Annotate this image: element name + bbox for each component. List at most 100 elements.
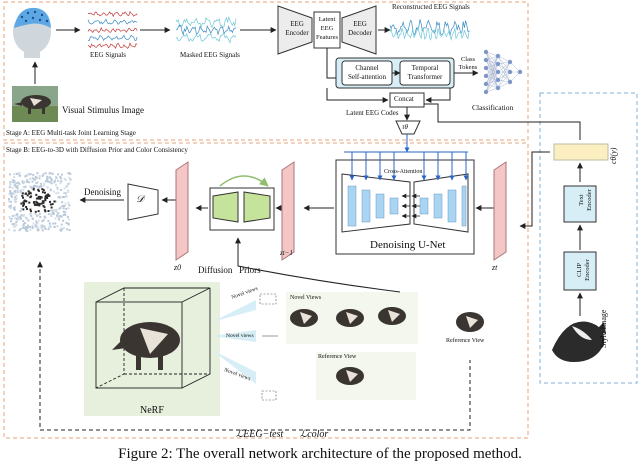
noise-pixel [16, 213, 19, 216]
noise-pixel [34, 185, 36, 187]
noise-pixel [36, 202, 39, 204]
noise-pixel [52, 190, 55, 193]
latent-z0-shape [175, 161, 189, 261]
noise-pixel [9, 200, 12, 203]
noise-pixel [67, 223, 70, 225]
unet-block [433, 193, 443, 219]
channel-line1: Channel [355, 64, 379, 72]
noise-pixel [12, 179, 15, 182]
noise-pixel [12, 225, 15, 228]
noise-pixel [55, 184, 58, 187]
network-node [507, 79, 513, 85]
decoder-symbol: 𝒟 [136, 194, 144, 205]
noise-pixel [31, 225, 34, 228]
network-node [495, 85, 501, 91]
style-image [552, 321, 606, 362]
noise-pixel [14, 184, 16, 187]
noise-pixel [20, 217, 22, 220]
noise-pixel [66, 228, 69, 231]
noise-pixel [26, 179, 29, 182]
reference-object [456, 312, 484, 332]
noise-pixel [32, 222, 35, 225]
noise-pixel [69, 172, 72, 175]
noise-pixel [59, 196, 62, 199]
nerf-label: NeRF [140, 405, 164, 416]
network-edge [485, 79, 499, 93]
noise-pixel [66, 189, 69, 192]
noise-pixel [36, 185, 39, 188]
noise-pixel [26, 181, 29, 183]
noise-pixel [18, 182, 21, 185]
noise-pixel [14, 217, 17, 220]
noise-pixel [47, 228, 50, 231]
noise-pixel [64, 202, 67, 205]
noise-pixel [60, 227, 63, 230]
noise-pixel [68, 176, 71, 179]
latent-label-line1: Latent [318, 16, 336, 23]
noise-pixel [24, 216, 27, 219]
masked-eeg-signals-label: Masked EEG Signals [180, 51, 240, 59]
concat-label: Concat [394, 95, 414, 103]
noise-pixel [22, 201, 25, 204]
noise-pixel [38, 175, 41, 177]
noise-pixel [28, 201, 31, 204]
noise-pixel [62, 196, 65, 199]
denoising-unet-label: Denoising U-Net [370, 239, 446, 251]
noise-pixel [27, 190, 30, 193]
noise-pixel [22, 213, 25, 216]
noise-pixel [53, 226, 56, 228]
network-edge [485, 63, 499, 93]
noise-pixel [39, 196, 42, 198]
noise-pixel [55, 200, 58, 203]
noise-pixel [13, 190, 16, 193]
noise-pixel [26, 229, 29, 232]
noise-pixel [8, 198, 10, 201]
noise-pixel [30, 210, 32, 213]
network-edge [509, 61, 521, 73]
z0-label: z0 [174, 263, 182, 272]
noise-pixel [42, 189, 45, 192]
noise-pixel [50, 177, 52, 180]
noise-pixel [16, 215, 19, 218]
noise-pixel [27, 225, 30, 228]
reference-view-label-inner: Reference View [318, 354, 357, 360]
noise-pixel [19, 215, 22, 218]
noise-pixel [19, 210, 22, 213]
noise-pixel [24, 222, 27, 225]
noise-pixel [9, 192, 12, 194]
channel-line2: Self-attention [347, 73, 387, 81]
temporal-line2: Transformer [407, 73, 443, 81]
noise-pixel [16, 189, 19, 192]
noise-pixel [37, 203, 40, 206]
noise-pixel [29, 228, 32, 231]
noise-pixel [41, 229, 44, 232]
noise-pixel [43, 215, 46, 218]
noise-pixel [60, 223, 63, 226]
noise-pixel [54, 209, 57, 212]
eeg-decoder-shape [341, 5, 377, 55]
network-node [483, 81, 489, 87]
class-tokens-label: Class Tokens [456, 56, 480, 72]
noise-pixel [10, 220, 13, 223]
network-edge [497, 63, 511, 83]
classification-label: Classification [472, 103, 514, 112]
noise-pixel [57, 179, 60, 182]
noise-pixel [25, 192, 28, 195]
latent-eeg-features-label: Latent EEG Features [313, 15, 341, 42]
noise-pixel [35, 182, 38, 185]
noise-pixel [34, 225, 37, 228]
noise-pixel [35, 220, 38, 223]
noise-pixel [52, 222, 55, 225]
noise-pixel [43, 225, 46, 227]
noise-pixel [52, 209, 55, 212]
decoder-shape [127, 183, 159, 221]
class-line2: Tokens [458, 64, 478, 71]
eeg-encoder-label-line2: Encoder [285, 29, 309, 37]
noise-pixel [29, 212, 32, 215]
noise-pixel [46, 177, 49, 180]
noise-pixel [28, 191, 31, 194]
network-edge [497, 61, 511, 73]
zt-label: zt [492, 263, 498, 272]
noise-pixel [41, 220, 44, 223]
noise-pixel [13, 208, 16, 211]
